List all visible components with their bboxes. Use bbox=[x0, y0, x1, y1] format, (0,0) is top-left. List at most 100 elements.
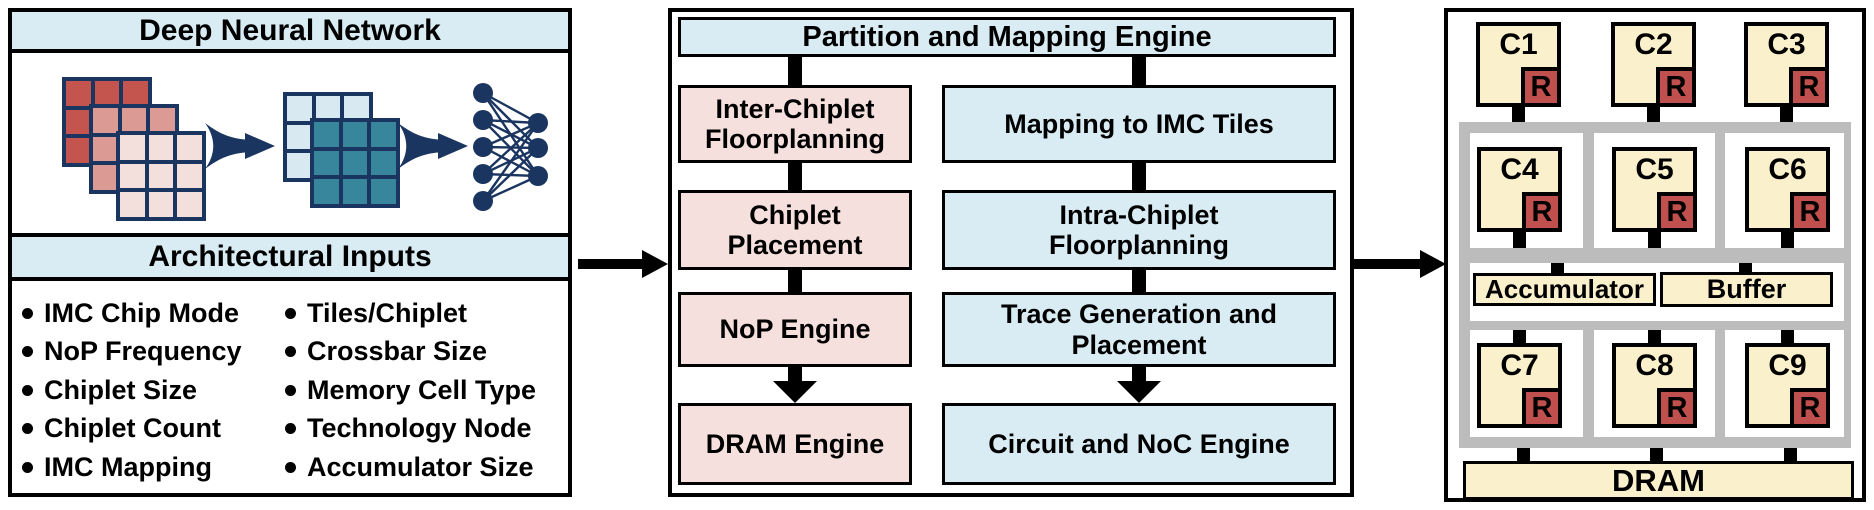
input-item-label: Tiles/Chiplet bbox=[307, 297, 468, 328]
router-label: R bbox=[1666, 195, 1688, 228]
connector-stub bbox=[1739, 263, 1752, 273]
flow-arrow-left-to-engine bbox=[578, 259, 642, 269]
flow-connector bbox=[788, 367, 802, 383]
dnn-title: Deep Neural Network bbox=[139, 13, 441, 47]
input-item-label: Memory Cell Type bbox=[307, 374, 537, 405]
chiplet-label: C6 bbox=[1768, 153, 1807, 186]
input-item: Chiplet Size bbox=[22, 373, 274, 407]
router-badge: R bbox=[1656, 67, 1696, 107]
engine-step-trace-generation-placement: Trace Generation and Placement bbox=[942, 292, 1336, 367]
input-item-label: Technology Node bbox=[307, 413, 532, 443]
neural-network-icon bbox=[473, 83, 548, 211]
flow-arrowhead bbox=[1420, 250, 1446, 278]
buffer-box: Buffer bbox=[1660, 272, 1833, 307]
input-item-label: IMC Chip Mode bbox=[44, 297, 239, 328]
router-label: R bbox=[1798, 70, 1820, 103]
connector-stub bbox=[1780, 107, 1793, 122]
engine-title-bar: Partition and Mapping Engine bbox=[678, 17, 1336, 57]
router-badge: R bbox=[1521, 67, 1561, 107]
bullet-icon bbox=[285, 461, 296, 473]
flow-arrow-engine-to-chip bbox=[1354, 259, 1420, 269]
feature-map-grid-teal-front bbox=[310, 118, 400, 208]
dram-label: DRAM bbox=[1612, 462, 1705, 498]
accumulator-label: Accumulator bbox=[1485, 274, 1644, 304]
engine-step-circuit-noc-engine: Circuit and NoC Engine bbox=[942, 403, 1336, 485]
router-label: R bbox=[1666, 391, 1688, 424]
engine-step-dram-engine: DRAM Engine bbox=[678, 403, 912, 485]
connector-stub bbox=[1513, 330, 1526, 343]
chiplet-label: C1 bbox=[1499, 28, 1538, 61]
router-badge: R bbox=[1657, 388, 1697, 428]
connector-stub bbox=[1784, 448, 1797, 461]
engine-step-mapping-to-imc-tiles: Mapping to IMC Tiles bbox=[942, 85, 1336, 163]
dnn-title-bar: Deep Neural Network bbox=[8, 8, 572, 53]
router-badge: R bbox=[1789, 67, 1829, 107]
router-label: R bbox=[1665, 70, 1687, 103]
connector-stub bbox=[1517, 448, 1530, 461]
buffer-label: Buffer bbox=[1706, 274, 1787, 304]
engine-title: Partition and Mapping Engine bbox=[802, 20, 1212, 53]
input-item: NoP Frequency bbox=[22, 335, 274, 369]
flow-arrowhead-down bbox=[1117, 381, 1161, 403]
connector-stub bbox=[1781, 232, 1794, 248]
input-item-label: NoP Frequency bbox=[44, 336, 242, 366]
flow-connector bbox=[1132, 57, 1146, 85]
input-item: Memory Cell Type bbox=[285, 373, 568, 407]
router-badge: R bbox=[1657, 192, 1697, 232]
router-badge: R bbox=[1790, 192, 1830, 232]
input-item: Tiles/Chiplet bbox=[285, 296, 568, 330]
chiplet-label: C2 bbox=[1634, 28, 1673, 61]
bullet-icon bbox=[22, 384, 33, 396]
feature-map-grid-red-front bbox=[116, 131, 206, 221]
architectural-inputs-title: Architectural Inputs bbox=[148, 240, 432, 273]
bullet-icon bbox=[22, 461, 33, 473]
router-badge: R bbox=[1790, 388, 1830, 428]
flow-connector bbox=[1132, 163, 1146, 190]
inputs-column-1: IMC Chip Mode NoP Frequency Chiplet Size… bbox=[22, 296, 274, 484]
input-item: Chiplet Count bbox=[22, 412, 274, 446]
input-item-label: IMC Mapping bbox=[44, 451, 212, 482]
router-badge: R bbox=[1522, 388, 1562, 428]
router-label: R bbox=[1799, 391, 1821, 424]
input-item-label: Crossbar Size bbox=[307, 336, 488, 366]
router-label: R bbox=[1531, 195, 1553, 228]
bullet-icon bbox=[285, 384, 296, 396]
connector-stub bbox=[1647, 107, 1660, 122]
input-item-label: Accumulator Size bbox=[307, 451, 534, 482]
input-item-label: Chiplet Size bbox=[44, 374, 198, 405]
input-item-label: Chiplet Count bbox=[44, 413, 221, 443]
input-item: Crossbar Size bbox=[285, 335, 568, 369]
connector-stub bbox=[1650, 448, 1663, 461]
funnel-arrow-icon bbox=[205, 123, 275, 169]
flow-connector bbox=[788, 163, 802, 190]
flow-arrowhead-down bbox=[773, 381, 817, 403]
engine-step-intra-chiplet-floorplanning: Intra-Chiplet Floorplanning bbox=[942, 190, 1336, 270]
bullet-icon bbox=[285, 346, 296, 357]
engine-step-inter-chiplet-floorplanning: Inter-Chiplet Floorplanning bbox=[678, 85, 912, 163]
architectural-inputs-bar: Architectural Inputs bbox=[8, 233, 572, 281]
connector-stub bbox=[1781, 330, 1794, 343]
flow-connector bbox=[1132, 270, 1146, 292]
bullet-icon bbox=[22, 346, 33, 357]
flow-connector bbox=[1132, 367, 1146, 383]
router-label: R bbox=[1799, 195, 1821, 228]
connector-stub bbox=[1648, 232, 1661, 248]
router-label: R bbox=[1531, 391, 1553, 424]
flow-arrowhead bbox=[642, 250, 668, 278]
inputs-column-2: Tiles/Chiplet Crossbar Size Memory Cell … bbox=[285, 296, 568, 484]
chiplet-label: C9 bbox=[1768, 349, 1807, 382]
bullet-icon bbox=[22, 307, 33, 319]
input-item: IMC Mapping bbox=[22, 450, 274, 484]
engine-step-nop-engine: NoP Engine bbox=[678, 292, 912, 367]
router-badge: R bbox=[1522, 192, 1562, 232]
connector-stub bbox=[1551, 263, 1564, 274]
chiplet-label: C3 bbox=[1767, 28, 1806, 61]
